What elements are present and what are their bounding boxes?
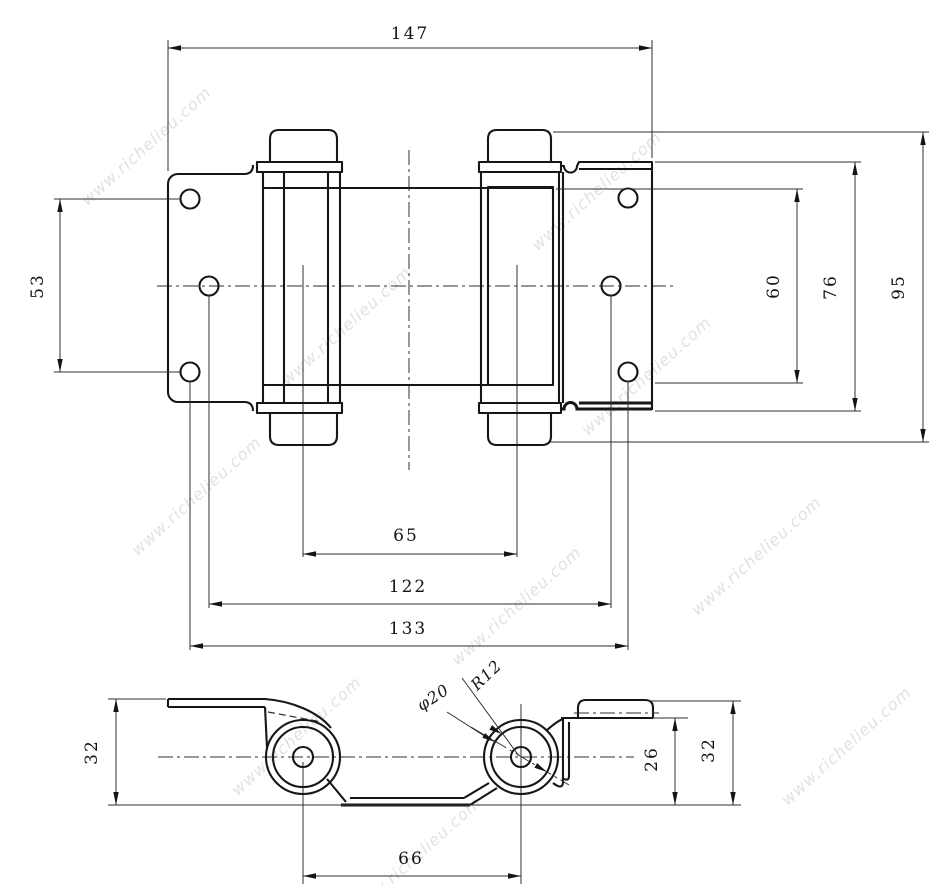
dimension-text: 60 [764,273,784,299]
dim-knuckle-diameter: φ20 [413,680,570,786]
dim-middle-hole-span: 122 [208,295,612,608]
dim-outer-hole-span: 133 [189,381,629,650]
right-barrel-top-cap [486,128,553,162]
right-leaf-top-edge [561,160,654,410]
dim-knuckle-radius: R12 [461,656,520,757]
extension-line [189,381,629,650]
dimension-text: 147 [391,24,429,44]
left-leaf-profile [166,697,265,709]
left-knuckle-outer-circle [264,718,342,796]
left-barrel-spring-lines [282,172,330,403]
right-leaf-outer-wall [552,718,565,788]
dimension-text: 26 [642,746,662,772]
left-leaf-hole-top [179,188,201,210]
watermark-text: www.richelieu.com [277,263,415,390]
left-knuckle-pin-hole [291,745,315,769]
bottom-plate-left-bend [326,778,347,803]
dim-leaf-height: 76 [655,161,861,412]
dimension-text: φ20 [413,680,452,715]
dim-overall-width: 147 [167,24,653,171]
watermark-text: www.richelieu.com [687,493,825,620]
leader-line [461,677,520,757]
watermark-text: www.richelieu.com [227,673,365,800]
dim-right-leaf-height: 32 [648,700,741,805]
dim-left-hole-spacing: 53 [28,198,180,373]
watermark-text: www.richelieu.com [777,683,915,810]
dim-right-hole-spacing: 60 [556,188,803,384]
bottom-plate-right-bend-top [463,782,490,799]
bottom-plate-right-bend-bottom [469,787,498,806]
side-view-dimensions: 32 26 32 66 φ20 R12 [82,656,741,879]
dimension-text: 53 [28,273,48,299]
dimension-text: 122 [389,577,427,597]
arrowhead [489,725,502,734]
extension-line [655,161,861,412]
leader-line [446,711,487,738]
front-view-dimensions: 147 53 60 76 95 65 [28,24,929,650]
left-barrel-bottom-cap [268,413,339,447]
extension-line [167,40,653,171]
front-view [157,128,676,557]
watermark-text: www.richelieu.com [447,543,585,670]
dim-left-leaf-height: 32 [82,698,166,805]
extension-line [550,131,929,443]
right-leaf-hole-top [617,187,639,209]
dim-overall-height: 95 [550,131,929,443]
watermark-layer: www.richelieu.com www.richelieu.com www.… [77,83,915,886]
extension-line [208,295,612,608]
left-barrel-top-flange [255,160,344,174]
right-knuckle-ring [489,725,553,789]
left-leaf-wrap [264,697,332,729]
watermark-text: www.richelieu.com [527,128,665,255]
right-leaf-wrap [545,718,564,732]
right-barrel-bottom-cap [486,413,553,447]
dimension-text: 133 [389,619,427,639]
left-leaf-outline [166,164,255,412]
dimension-text: 66 [398,849,424,869]
watermark-text: www.richelieu.com [127,433,265,560]
arrowheads [482,733,547,772]
left-leaf-hole-bottom [179,361,201,383]
dimension-text: R12 [466,656,505,695]
extension-line [54,198,180,373]
right-barrel-body [479,170,561,405]
dimension-text: 95 [889,274,909,300]
dimension-text: 32 [82,739,102,765]
right-barrel-inner-slot [486,185,555,387]
left-barrel-bottom-flange [255,401,344,415]
extension-line [556,188,803,384]
right-knuckle-outer-circle [482,718,560,796]
right-leaf-inner-wall [561,722,571,781]
dim-knuckle-center-spacing: 66 [303,849,521,879]
dimension-text: 76 [821,274,841,300]
right-leaf-bottom-edge [561,401,652,411]
right-barrel-top-flange [477,160,563,174]
dimension-text: 65 [393,526,419,546]
diameter-diagonal-line [470,726,570,786]
right-barrel-bottom-flange [477,401,563,415]
dimension-text: 32 [699,737,719,763]
watermark-text: www.richelieu.com [577,313,715,440]
dim-right-leaf-clearance: 26 [642,717,688,805]
dim-spring-center-spacing: 65 [303,526,517,557]
left-knuckle-ring [271,725,335,789]
watermark-text: www.richelieu.com [347,793,485,886]
arrowheads [113,699,119,805]
left-barrel-top-cap [268,128,339,162]
left-leaf-bend [263,706,269,749]
right-knuckle-pin-hole [509,745,533,769]
right-leaf-tab [576,698,655,718]
